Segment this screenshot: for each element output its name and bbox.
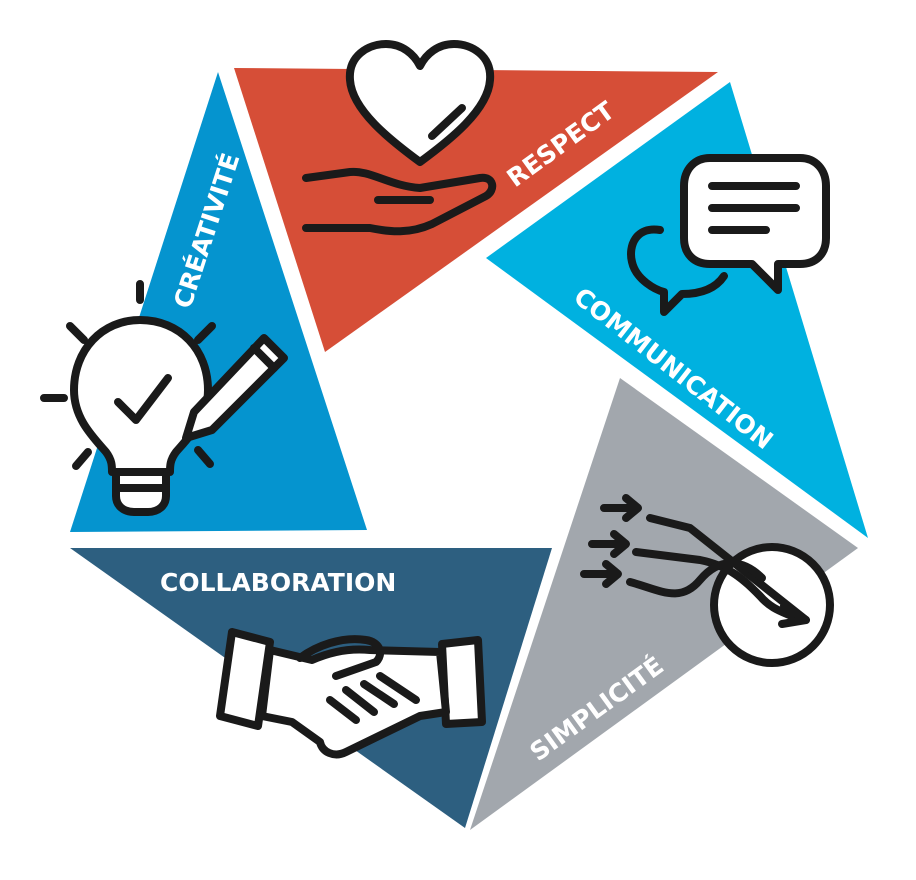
heart-in-hand-icon	[302, 40, 497, 236]
arrows-to-target-icon	[580, 494, 834, 667]
simplicite-segment	[470, 378, 858, 830]
speech-bubbles-icon	[627, 154, 830, 316]
handshake-icon	[216, 628, 486, 759]
lightbulb-pencil-icon	[40, 280, 288, 516]
collaboration-label: COLLABORATION	[160, 568, 396, 597]
respect-segment	[234, 68, 718, 352]
communication-segment	[486, 82, 868, 538]
